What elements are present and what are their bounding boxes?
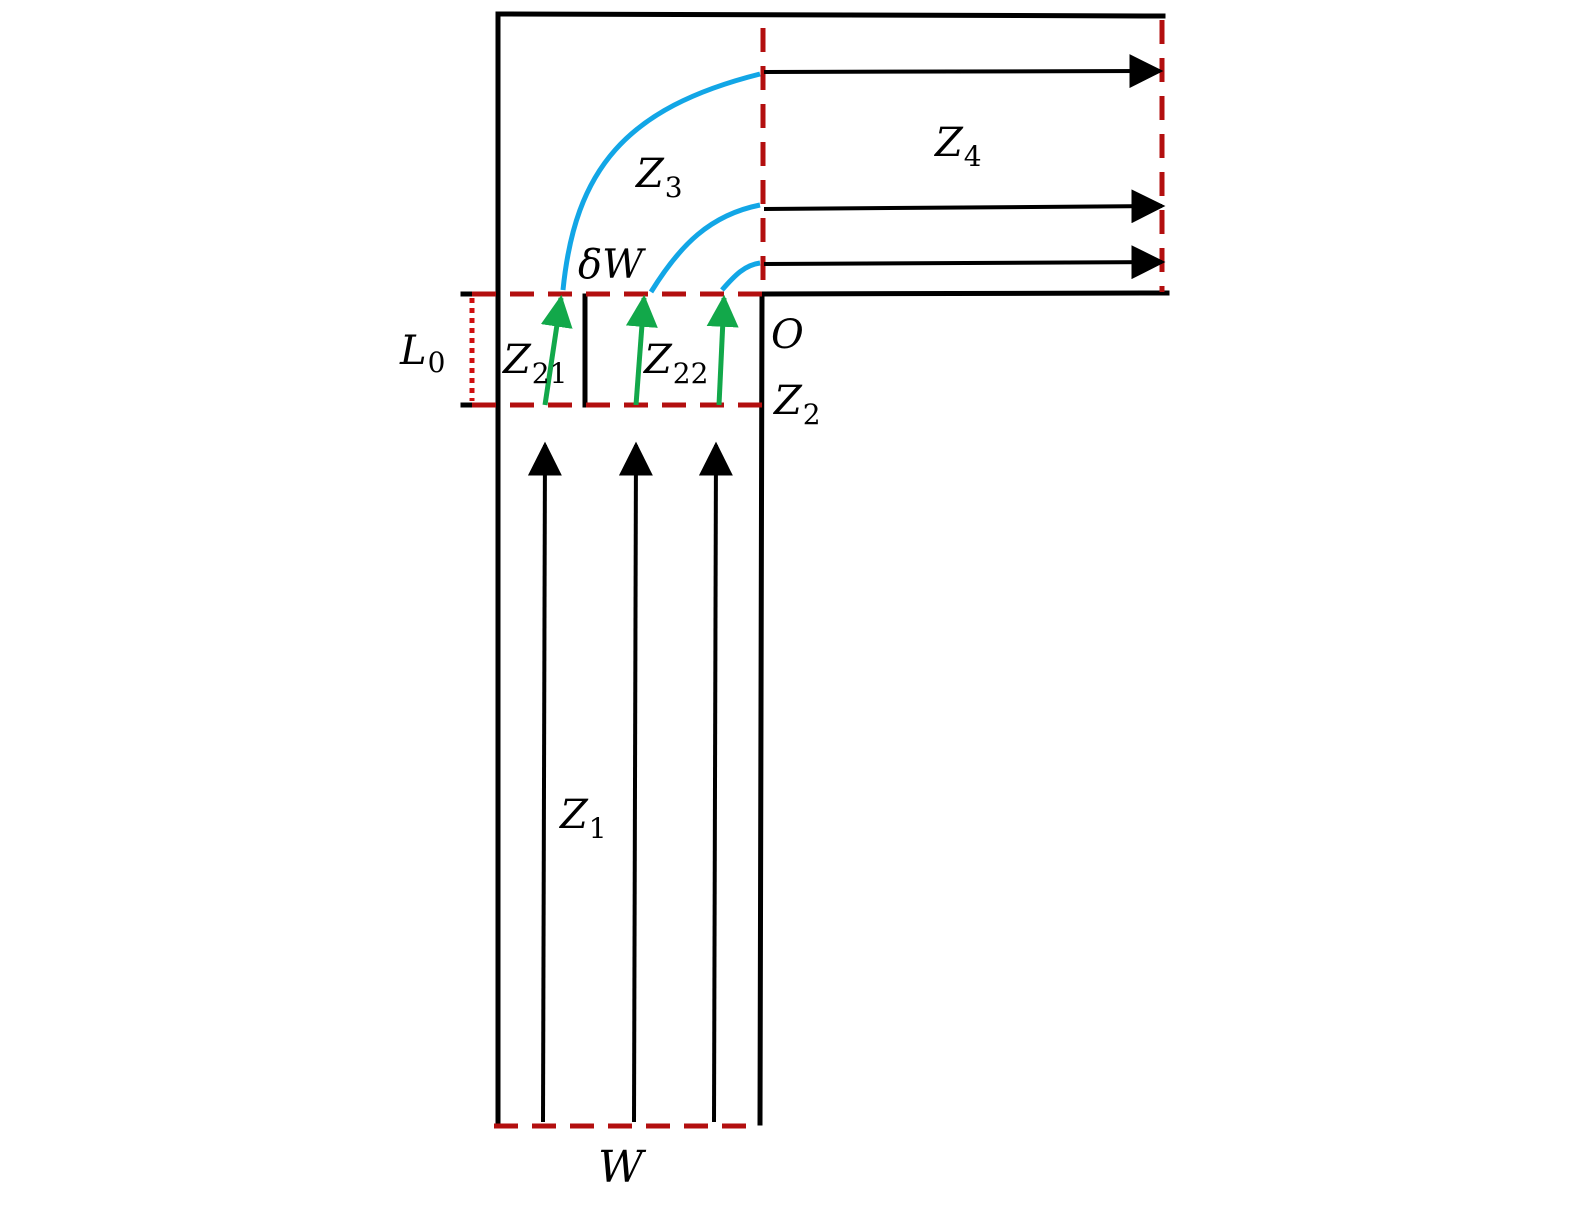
label-l0: L0: [399, 328, 445, 379]
zone-boundaries: [469, 20, 1165, 1129]
inlet-streamline-1: [527, 441, 562, 1123]
bend-streamline-middle: [648, 202, 761, 294]
inner-wall: [757, 290, 1170, 1126]
outer-wall: [495, 11, 1166, 1126]
junction-streamline-2: [625, 294, 658, 406]
label-z1: Z1: [558, 792, 607, 845]
inlet-streamline-3: [698, 441, 733, 1123]
label-o: O: [771, 312, 804, 358]
junction-streamline-1: [540, 294, 573, 406]
junction-streamline-3: [706, 294, 739, 406]
label-z21: Z21: [501, 337, 567, 390]
zone-labels: Z4 Z3 δW O L0 Z21 Z22 Z2 Z1 W: [399, 120, 982, 1193]
bend-streamline-inner: [720, 260, 761, 292]
bend-streamline-outer: [560, 71, 761, 291]
outlet-streamlines: [763, 54, 1166, 280]
label-dw: δW: [578, 242, 646, 288]
channel-walls: [460, 11, 1170, 1126]
label-w: W: [598, 1142, 647, 1193]
bend-streamlines: [560, 71, 761, 294]
outlet-streamline-3: [763, 245, 1166, 280]
label-z4: Z4: [933, 120, 982, 173]
inlet-streamlines: [527, 441, 733, 1123]
label-z22: Z22: [642, 337, 708, 390]
outlet-streamline-2: [763, 189, 1166, 224]
junction-streamlines: [540, 294, 739, 406]
label-z2: Z2: [772, 378, 821, 431]
inlet-streamline-2: [618, 441, 653, 1123]
outlet-streamline-1: [763, 54, 1164, 89]
label-z3: Z3: [634, 151, 683, 204]
